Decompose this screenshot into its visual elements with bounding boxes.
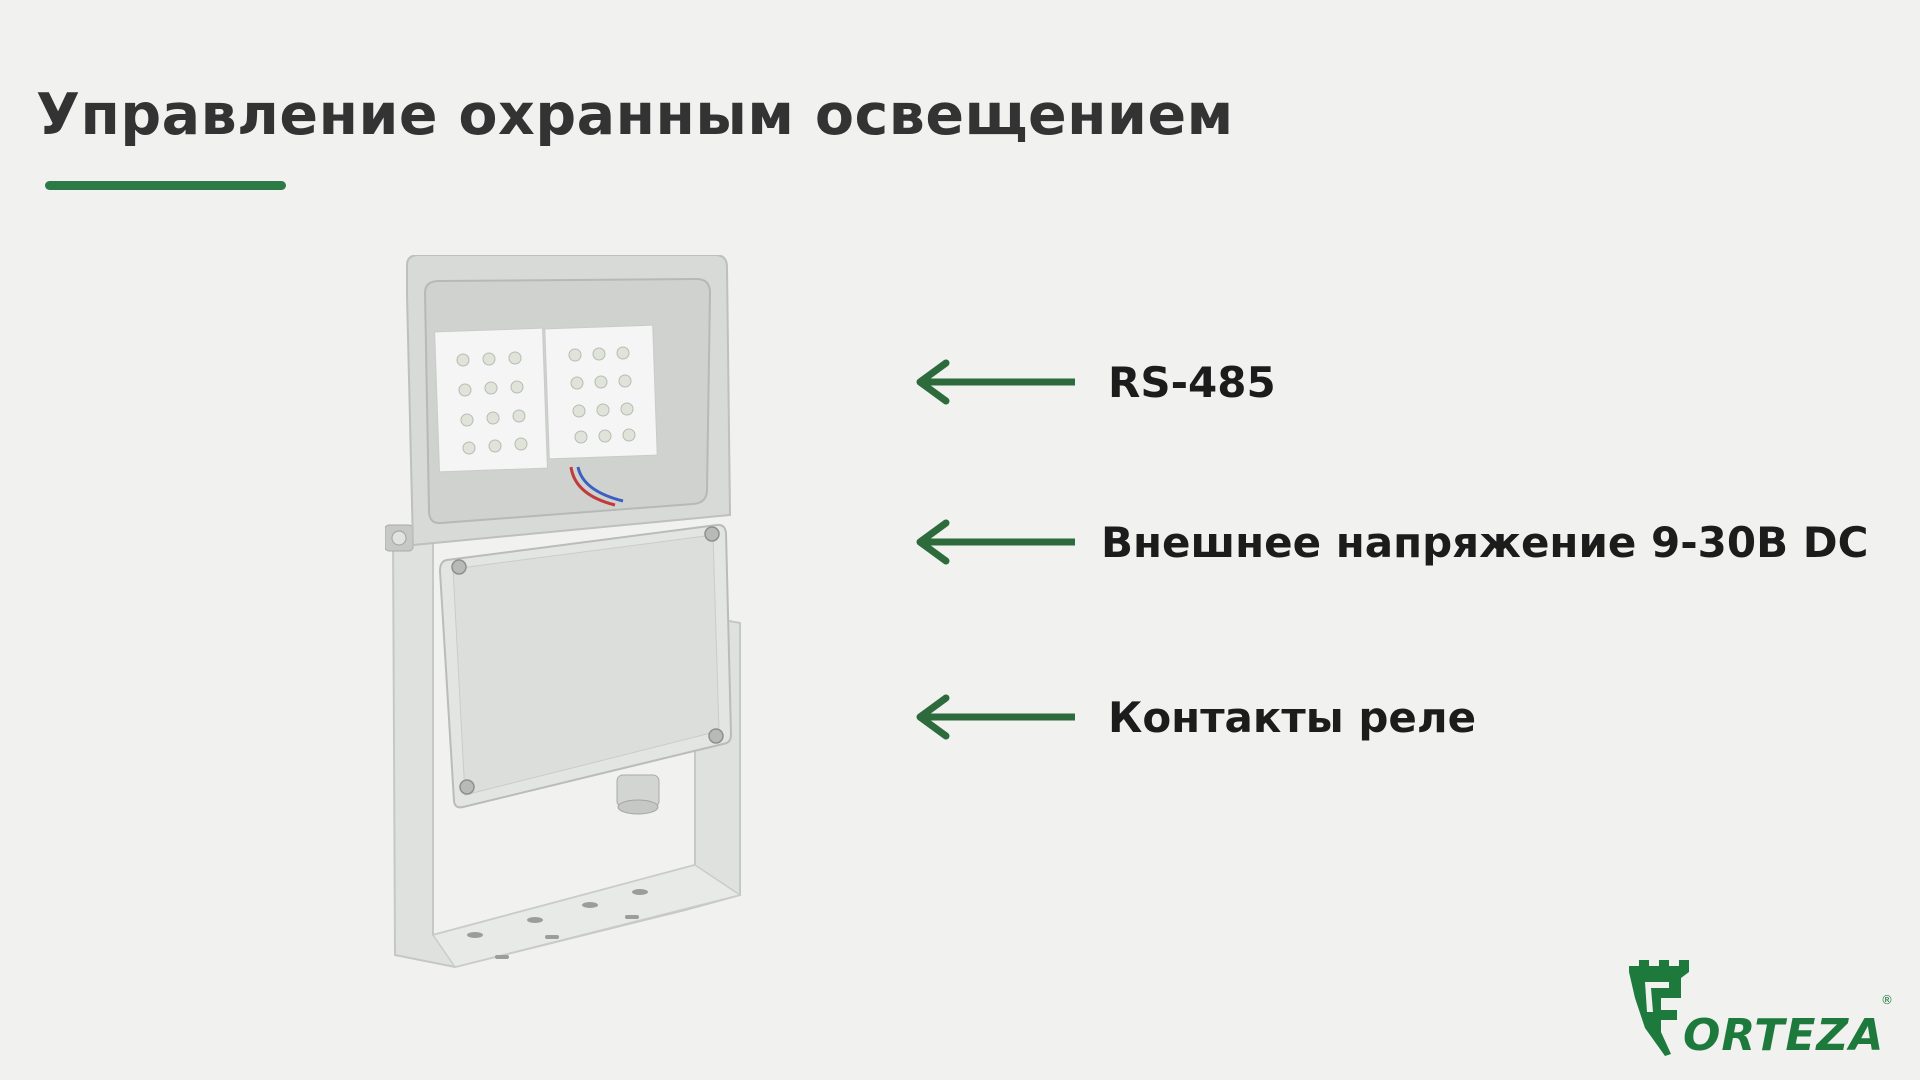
feature-item-rs485: RS-485 <box>910 352 1276 412</box>
arrow-left-icon <box>916 694 1075 740</box>
arrow-left-icon <box>916 359 1075 405</box>
product-image-floodlight <box>385 255 742 969</box>
slide-title: Управление охранным освещением <box>36 82 1234 148</box>
arrow-left-icon <box>916 519 1075 565</box>
feature-label: Контакты реле <box>1108 692 1477 742</box>
logo-text: ORTEZA <box>1683 1010 1884 1058</box>
feature-item-external-voltage: Внешнее напряжение 9-30В DC <box>910 512 1868 572</box>
feature-label: RS-485 <box>1108 357 1276 407</box>
registered-mark: ® <box>1881 993 1893 1007</box>
feature-label: Внешнее напряжение 9-30В DC <box>1101 517 1869 567</box>
feature-item-relay-contacts: Контакты реле <box>910 687 1476 747</box>
forteza-logo: ORTEZA ® <box>1629 960 1893 1058</box>
title-underline <box>45 181 286 190</box>
